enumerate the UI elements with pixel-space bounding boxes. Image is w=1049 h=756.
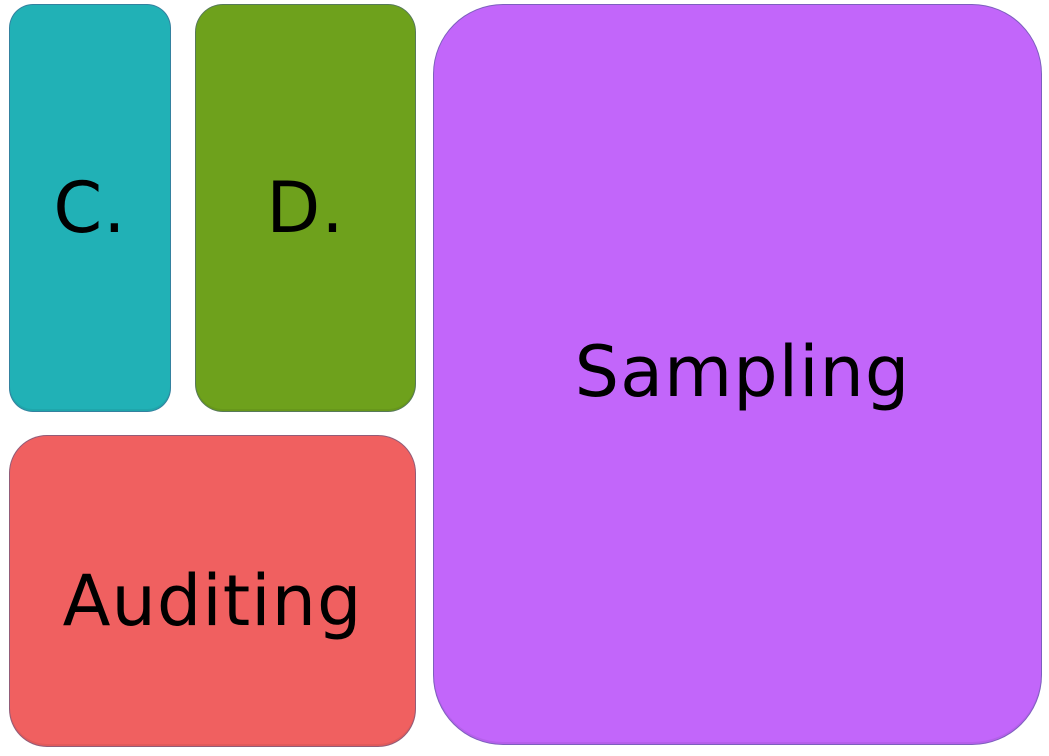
tile-auditing-label: Auditing: [62, 560, 363, 642]
tile-c: C.: [9, 4, 171, 412]
tile-sampling-label: Sampling: [574, 331, 911, 413]
tile-d-label: D.: [266, 167, 345, 249]
tile-sampling: Sampling: [433, 4, 1042, 745]
tile-c-label: C.: [53, 167, 127, 249]
tile-auditing: Auditing: [9, 435, 416, 747]
tile-d: D.: [195, 4, 416, 412]
